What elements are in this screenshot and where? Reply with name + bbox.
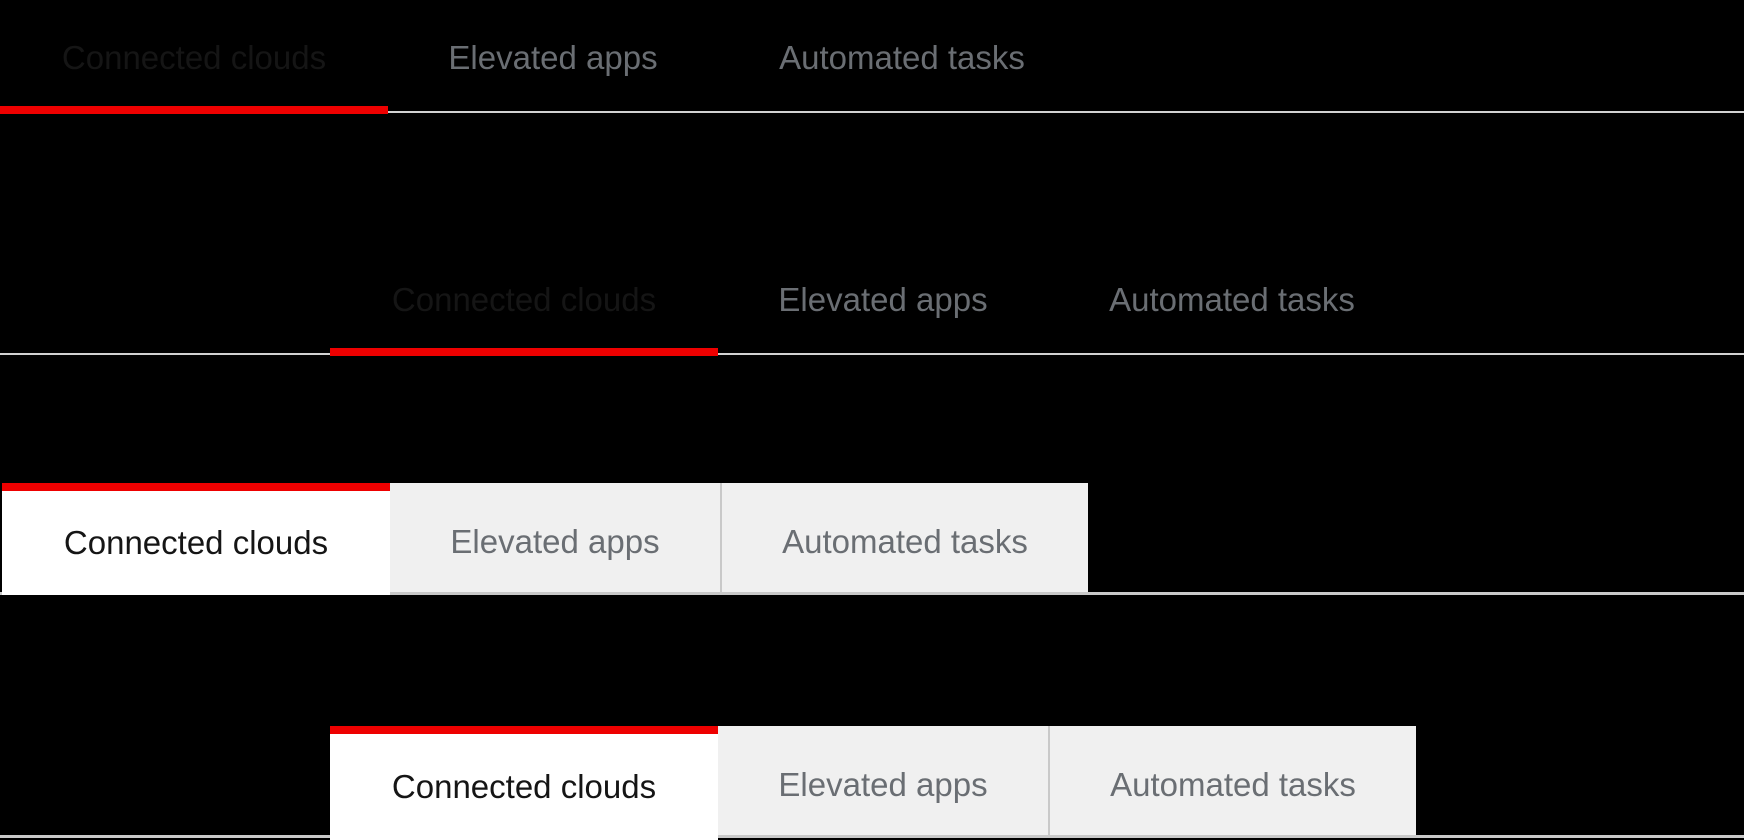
tab-automated-tasks[interactable]: Automated tasks: [1048, 726, 1416, 835]
tab-label: Elevated apps: [448, 39, 658, 76]
tab-label: Automated tasks: [1110, 765, 1356, 803]
tab-label: Elevated apps: [778, 281, 988, 318]
tabs-bottom-border: [0, 592, 1744, 595]
box-tabs-default: Connected clouds Elevated apps Automated…: [0, 483, 1744, 597]
underline-tabs-inset: Connected clouds Elevated apps Automated…: [0, 242, 1744, 356]
tabs-bottom-border: [0, 111, 1744, 113]
tab-elevated-apps[interactable]: Elevated apps: [718, 242, 1048, 348]
active-tab-indicator: [2, 483, 390, 491]
tab-connected-clouds[interactable]: Connected clouds: [330, 726, 718, 840]
active-tab-indicator: [330, 348, 718, 356]
tab-automated-tasks[interactable]: Automated tasks: [1048, 242, 1416, 348]
tab-connected-clouds[interactable]: Connected clouds: [2, 483, 390, 595]
tabs-bottom-border: [0, 353, 1744, 355]
tab-elevated-apps[interactable]: Elevated apps: [390, 483, 720, 592]
tab-list: Connected clouds Elevated apps Automated…: [0, 0, 1086, 106]
tab-label: Elevated apps: [450, 522, 660, 560]
tab-label: Connected clouds: [61, 39, 327, 76]
tab-automated-tasks[interactable]: Automated tasks: [720, 483, 1088, 592]
tab-label: Connected clouds: [391, 768, 657, 805]
tab-label: Automated tasks: [779, 39, 1025, 76]
active-tab-indicator: [330, 726, 718, 734]
tab-automated-tasks[interactable]: Automated tasks: [718, 0, 1086, 106]
tab-label: Automated tasks: [1109, 281, 1355, 318]
box-tabs-inset: Connected clouds Elevated apps Automated…: [0, 726, 1744, 840]
active-tab-indicator: [0, 106, 388, 114]
tab-list: Connected clouds Elevated apps Automated…: [2, 483, 1088, 595]
tab-label: Connected clouds: [391, 281, 657, 318]
tab-list: Connected clouds Elevated apps Automated…: [330, 242, 1416, 348]
tab-label: Automated tasks: [782, 522, 1028, 560]
tab-label: Connected clouds: [63, 524, 329, 561]
tab-elevated-apps[interactable]: Elevated apps: [718, 726, 1048, 835]
tab-elevated-apps[interactable]: Elevated apps: [388, 0, 718, 106]
tab-connected-clouds[interactable]: Connected clouds: [0, 0, 388, 106]
tabs-bottom-border: [0, 835, 1744, 838]
tab-label: Elevated apps: [778, 765, 988, 803]
underline-tabs-default: Connected clouds Elevated apps Automated…: [0, 0, 1744, 114]
tab-list: Connected clouds Elevated apps Automated…: [330, 726, 1416, 840]
tab-connected-clouds[interactable]: Connected clouds: [330, 242, 718, 348]
